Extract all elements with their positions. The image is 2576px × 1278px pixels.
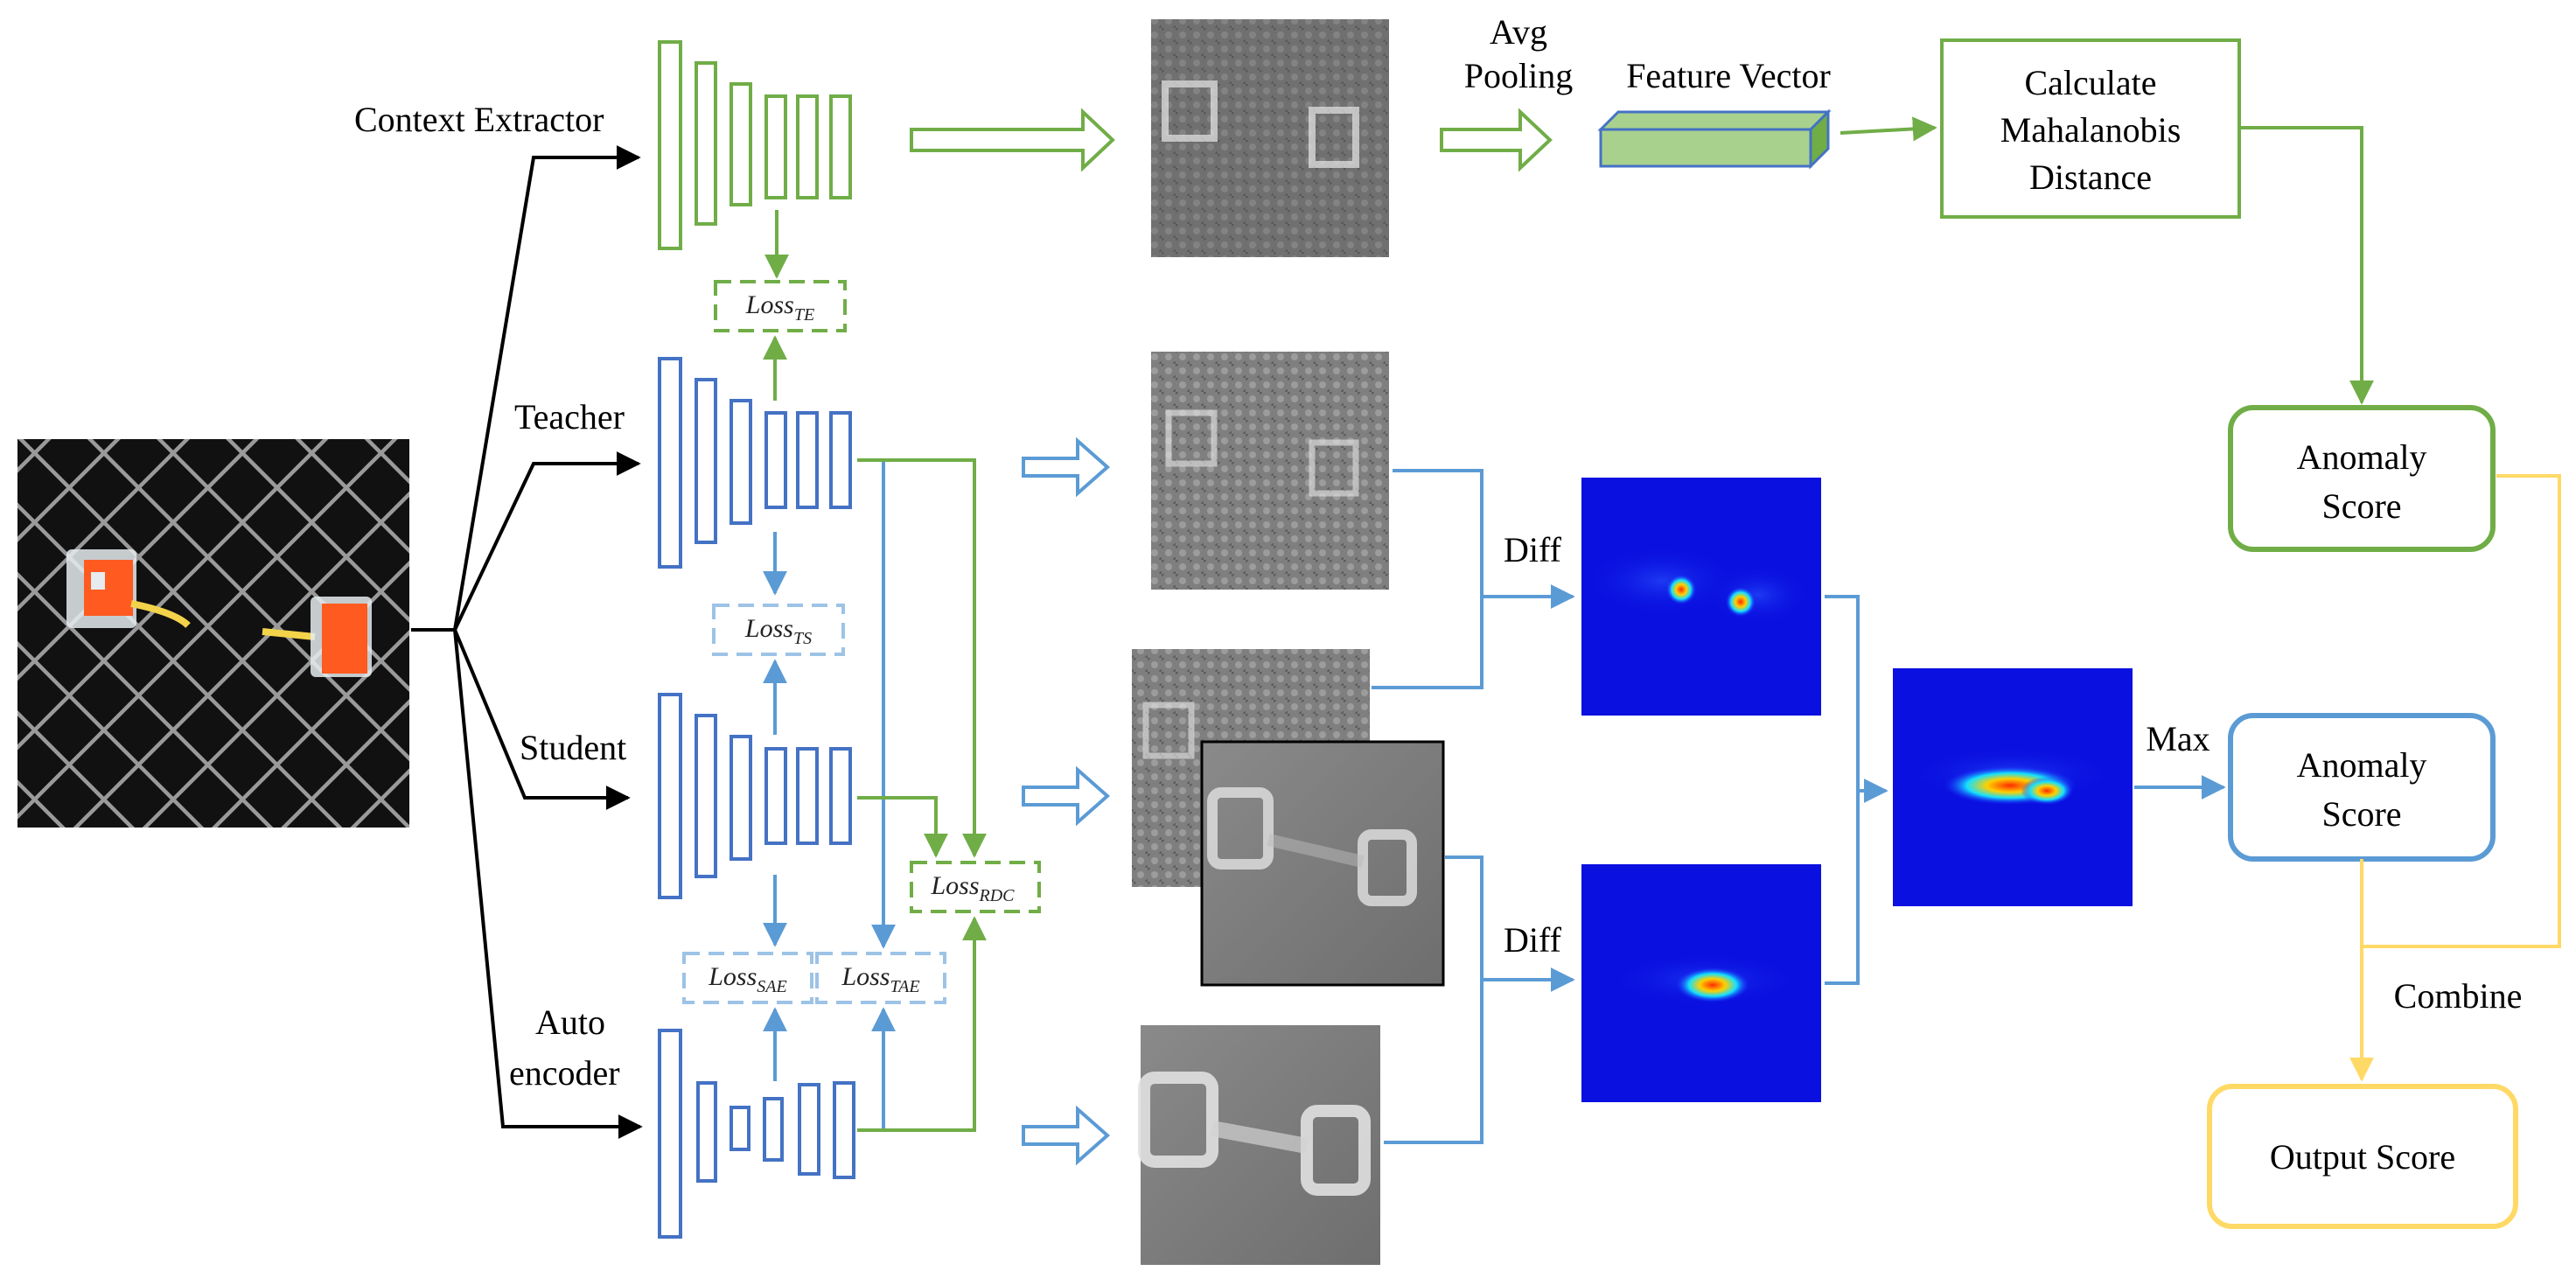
- anomaly-green-line2: Score: [2321, 486, 2401, 526]
- loss-sae-box: LossSAE: [682, 952, 813, 1004]
- loss-ts-box: LossTS: [712, 604, 845, 656]
- heatmap-student-autoencoder: [1581, 864, 1821, 1102]
- svg-text:LossTE: LossTE: [745, 290, 814, 325]
- label-teacher: Teacher: [514, 397, 625, 436]
- svg-text:LossTS: LossTS: [744, 614, 812, 648]
- teacher-to-loss-tae-arrow: [857, 458, 896, 949]
- context-hollow-arrow: [910, 108, 1115, 172]
- student-hollow-arrow: [1022, 765, 1111, 827]
- label-diff-top: Diff: [1504, 530, 1562, 569]
- label-student: Student: [520, 728, 626, 767]
- loss-te-sub: TE: [794, 305, 814, 325]
- autoencoder-hollow-arrow: [1022, 1105, 1111, 1166]
- loss-tae-box: LossTAE: [815, 952, 946, 1004]
- label-context-extractor: Context Extractor: [354, 100, 604, 139]
- output-score-box: Output Score: [2207, 1084, 2518, 1229]
- loss-rdc-base: Loss: [930, 871, 979, 900]
- loss-tae-sub: TAE: [890, 977, 919, 996]
- loss-tae-base: Loss: [841, 962, 890, 991]
- label-avg: Avg: [1490, 12, 1547, 52]
- anomaly-blue-line2: Score: [2321, 794, 2401, 834]
- autoencoder-feature-map-overlay: [1200, 740, 1445, 987]
- label-feature-vector: Feature Vector: [1626, 56, 1831, 95]
- diff-top-connector: [1372, 469, 1575, 689]
- feature-vector-box: [1597, 108, 1832, 170]
- context-feature-map: [1151, 19, 1389, 257]
- anomaly-score-blue-box: Anomaly Score: [2228, 713, 2496, 862]
- combine-connector: [2349, 474, 2561, 1082]
- student-to-loss-rdc-arrow: [857, 796, 948, 858]
- teacher-to-loss-rdc-arrow: [857, 458, 987, 858]
- anomaly-green-line1: Anomaly: [2297, 437, 2427, 477]
- teacher-network: [658, 357, 852, 569]
- loss-ts-base: Loss: [744, 614, 793, 643]
- combined-heatmap: [1893, 668, 2133, 906]
- teacher-feature-map: [1151, 352, 1389, 590]
- calc-line3: Distance: [2029, 157, 2152, 197]
- output-score-label: Output Score: [2270, 1137, 2455, 1177]
- autoencoder-feature-map: [1138, 1025, 1380, 1265]
- autoencoder-network: [658, 1029, 855, 1239]
- anomaly-blue-line1: Anomaly: [2297, 745, 2427, 785]
- calc-line2: Mahalanobis: [2000, 110, 2182, 150]
- calc-to-anomaly-green-arrow: [2239, 126, 2374, 405]
- teacher-hollow-arrow: [1022, 436, 1111, 498]
- object-left-connector: [66, 549, 136, 628]
- svg-text:LossSAE: LossSAE: [708, 962, 786, 996]
- calc-line1: Calculate: [2024, 63, 2156, 102]
- context-extractor-network: [658, 40, 852, 250]
- autoencoder-to-loss-rdc-arrow: [857, 916, 987, 1132]
- loss-rdc-box: LossRDC: [910, 861, 1041, 913]
- label-auto-line2: encoder: [509, 1053, 620, 1093]
- svg-text:LossRDC: LossRDC: [930, 871, 1015, 905]
- diff-bottom-connector: [1384, 855, 1575, 1144]
- loss-ts-sub: TS: [793, 629, 812, 648]
- loss-te-box: LossTE: [714, 280, 847, 332]
- input-image: [17, 439, 409, 828]
- label-auto-line1: Auto: [535, 1002, 605, 1042]
- feature-vector-to-calc-arrow: [1840, 116, 1937, 142]
- input-branch-arrows: [411, 145, 643, 1139]
- loss-rdc-sub: RDC: [979, 886, 1016, 905]
- svg-text:LossTAE: LossTAE: [841, 962, 919, 996]
- label-pooling: Pooling: [1464, 56, 1573, 95]
- heatmap-teacher-student: [1581, 478, 1821, 716]
- loss-sae-base: Loss: [708, 962, 757, 991]
- avg-pooling-hollow-arrow: [1440, 108, 1553, 172]
- object-right-connector: [311, 597, 372, 677]
- label-diff-bottom: Diff: [1504, 920, 1562, 960]
- loss-te-base: Loss: [745, 290, 794, 319]
- loss-sae-sub: SAE: [757, 977, 786, 996]
- anomaly-score-green-box: Anomaly Score: [2228, 405, 2496, 552]
- student-network: [658, 693, 852, 899]
- heatmaps-merge-connector: [1825, 595, 1888, 985]
- label-max: Max: [2146, 719, 2209, 758]
- calc-mahalanobis-box: Calculate Mahalanobis Distance: [1940, 38, 2241, 219]
- label-combine: Combine: [2394, 976, 2523, 1016]
